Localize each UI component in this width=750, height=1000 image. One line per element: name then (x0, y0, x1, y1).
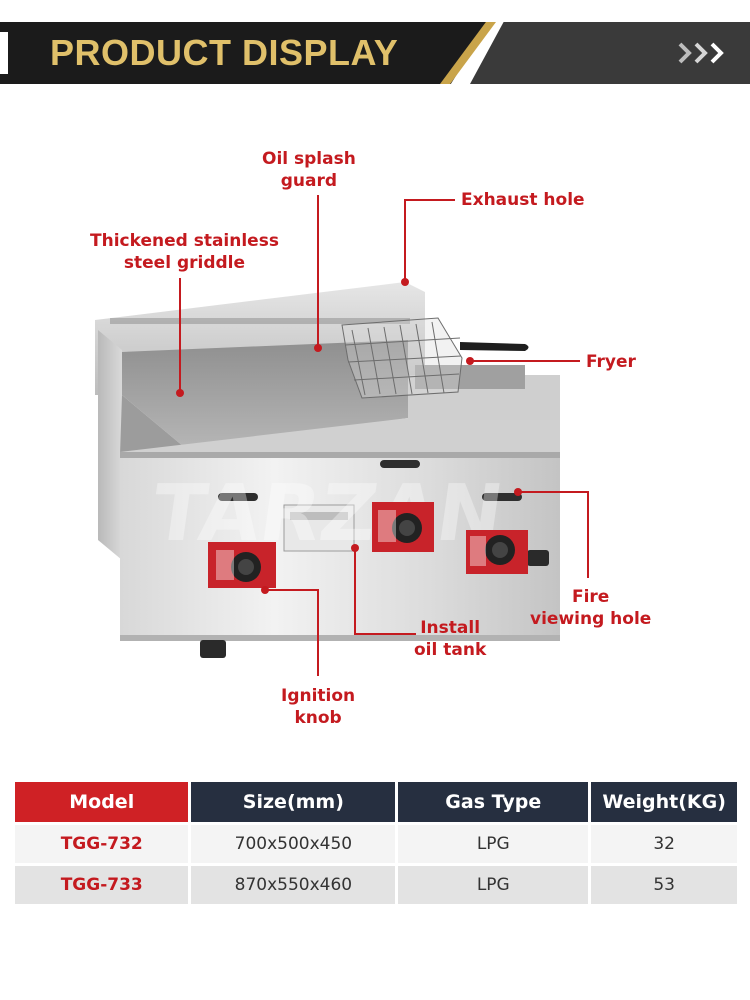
callout-ignition-knob: Ignition knob (281, 685, 355, 729)
banner-dark-panel (0, 22, 490, 84)
callout-exhaust-hole: Exhaust hole (461, 189, 585, 211)
callout-text: steel griddle (123, 253, 246, 273)
cell-model: TGG-733 (15, 866, 189, 904)
callout-text: oil tank (414, 640, 487, 660)
callout-griddle: Thickened stainless steel griddle (90, 230, 279, 274)
ignition-knob-left (208, 542, 276, 588)
table-row: TGG-732 700x500x450 LPG 32 (15, 825, 737, 863)
callout-text: guard (280, 171, 338, 191)
ignition-knob-center (372, 502, 434, 552)
column-header-gas-type: Gas Type (398, 782, 589, 822)
cell-size: 870x550x460 (191, 866, 396, 904)
column-header-model: Model (15, 782, 189, 822)
banner-accent-bar (0, 32, 8, 74)
chevron-right-icon (678, 42, 724, 64)
fire-viewing-slot (482, 493, 522, 501)
basket-handle (460, 342, 529, 351)
fire-viewing-slot (218, 493, 258, 501)
cell-model: TGG-732 (15, 825, 189, 863)
cell-gas-type: LPG (398, 825, 589, 863)
callout-text: Thickened stainless (90, 231, 279, 251)
header-banner: PRODUCT DISPLAY (0, 22, 750, 84)
callout-text: viewing hole (530, 609, 652, 629)
callout-lines (176, 195, 589, 676)
fire-viewing-slot (380, 460, 420, 468)
foot (200, 640, 226, 658)
callout-text: Install (420, 618, 481, 638)
callout-text: knob (294, 708, 342, 728)
cell-weight: 53 (591, 866, 737, 904)
callout-fire-viewing-hole: Fire viewing hole (530, 586, 651, 630)
column-header-weight: Weight(KG) (591, 782, 737, 822)
cell-gas-type: LPG (398, 866, 589, 904)
table-header-row: Model Size(mm) Gas Type Weight(KG) (15, 782, 737, 822)
product-illustration: TARZAN (95, 282, 560, 658)
cell-weight: 32 (591, 825, 737, 863)
callout-install-oil-tank: Install oil tank (414, 617, 486, 661)
callout-oil-splash-guard: Oil splash guard (262, 148, 356, 192)
brand-watermark: TARZAN (146, 468, 508, 559)
callout-text: Fire (571, 587, 610, 607)
foot (527, 550, 549, 566)
callout-text: Oil splash (262, 149, 356, 169)
side-panel (98, 330, 122, 560)
callout-fryer: Fryer (586, 351, 636, 373)
table-row: TGG-733 870x550x460 LPG 53 (15, 866, 737, 904)
fryer-basket (341, 317, 463, 399)
page-title: PRODUCT DISPLAY (50, 32, 399, 73)
cell-size: 700x500x450 (191, 825, 396, 863)
callout-text: Exhaust hole (461, 190, 585, 210)
griddle-surface (122, 340, 408, 452)
column-header-size: Size(mm) (191, 782, 396, 822)
spec-table: Model Size(mm) Gas Type Weight(KG) TGG-7… (12, 779, 740, 907)
ignition-knob-right (466, 530, 528, 574)
callout-text: Fryer (586, 352, 636, 372)
callout-text: Ignition (281, 686, 356, 706)
